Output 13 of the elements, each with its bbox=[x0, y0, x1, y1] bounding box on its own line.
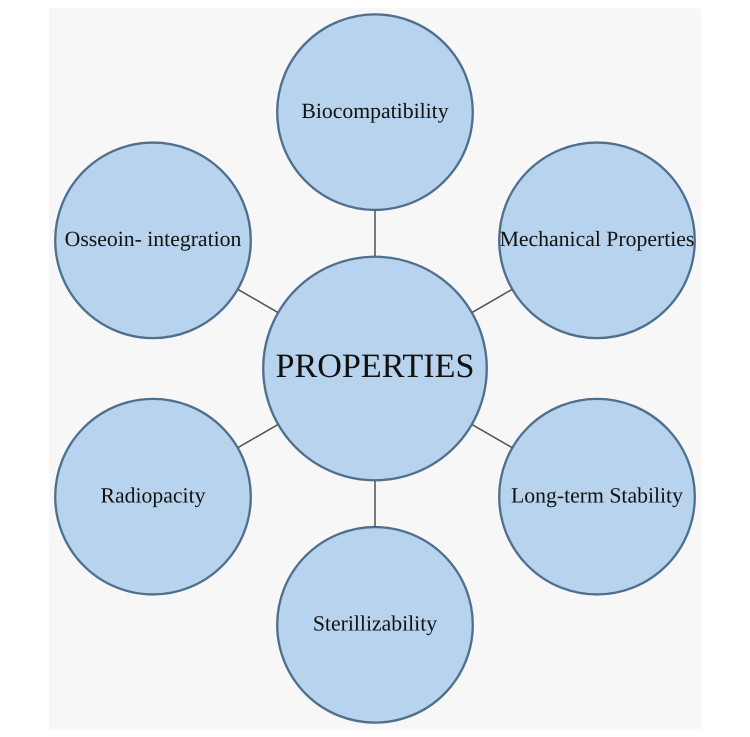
node-circle: Biocompatibility bbox=[276, 13, 474, 212]
connector bbox=[374, 480, 376, 527]
connector bbox=[472, 424, 513, 448]
connector bbox=[472, 288, 513, 313]
node-circle: Osseoin- integration bbox=[54, 141, 252, 340]
node-circle: Radiopacity bbox=[54, 398, 252, 596]
node-circle: PROPERTIES bbox=[262, 256, 488, 482]
node-circle: Long-term Stability bbox=[498, 398, 696, 596]
connector bbox=[237, 288, 278, 313]
node-circle: Mechanical Properties bbox=[498, 141, 696, 340]
node-circle: Sterillizability bbox=[276, 526, 474, 724]
connector bbox=[374, 210, 376, 256]
connector bbox=[237, 424, 278, 448]
